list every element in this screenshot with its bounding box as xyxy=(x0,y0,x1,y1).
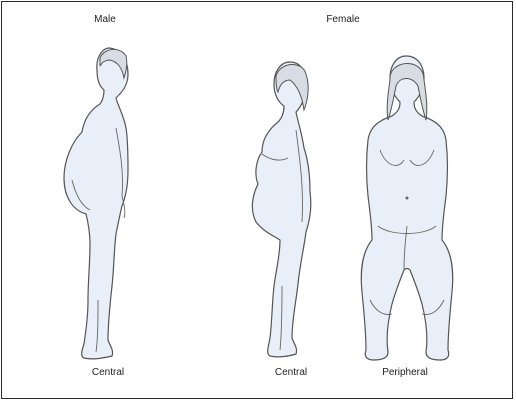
caption-male-central: Central xyxy=(78,367,138,378)
female-peripheral-figure xyxy=(361,56,452,360)
caption-female-peripheral: Peripheral xyxy=(370,367,440,378)
caption-female-central: Central xyxy=(261,367,321,378)
female-central-figure xyxy=(252,62,310,357)
male-central-figure xyxy=(64,48,128,359)
